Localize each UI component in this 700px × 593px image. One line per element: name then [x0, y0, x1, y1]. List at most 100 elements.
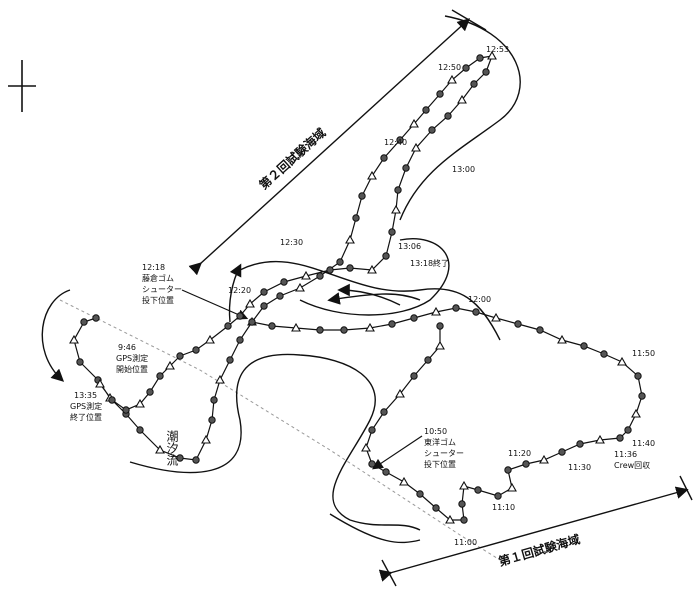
svg-text:投下位置: 投下位置: [142, 295, 174, 305]
track-triangle-marker: [435, 340, 445, 350]
track-point-marker: [358, 192, 366, 200]
time-1306: 13:06: [398, 242, 421, 251]
track-point-marker: [410, 314, 418, 322]
current-envelope-lines: [129, 15, 521, 544]
track-triangle-marker: [617, 356, 627, 366]
track-point-marker: [476, 54, 484, 62]
zone1-label: 第１回試験海域: [497, 531, 582, 569]
track-triangle-marker: [557, 334, 567, 344]
track-point-marker: [316, 272, 324, 280]
track-triangle-marker: [539, 454, 549, 464]
track-point-marker: [280, 278, 288, 286]
track-point-marker: [224, 322, 232, 330]
track-triangle-marker: [395, 388, 405, 398]
svg-text:シューター: シューター: [142, 285, 182, 294]
flow-arrows: [41, 263, 421, 382]
svg-text:開始位置: 開始位置: [116, 364, 148, 374]
annotation-gps-end: 13:35 GPS測定 終了位置: [70, 391, 102, 422]
svg-text:13:35: 13:35: [74, 391, 97, 400]
track-triangle-marker: [69, 334, 79, 344]
track-point-marker: [504, 466, 512, 474]
track-line-round2: [73, 55, 493, 461]
svg-text:10:50: 10:50: [424, 427, 447, 436]
track-triangle-marker: [291, 322, 301, 332]
track-point-marker: [444, 112, 452, 120]
track-triangle-marker: [245, 298, 255, 308]
track-point-marker: [260, 302, 268, 310]
track-point-marker: [80, 318, 88, 326]
time-1250: 12:50: [438, 63, 461, 72]
track-point-marker: [470, 80, 478, 88]
track-triangle-marker: [365, 322, 375, 332]
track-triangle-marker: [165, 360, 175, 370]
svg-text:9:46: 9:46: [118, 343, 136, 352]
track-triangle-marker: [491, 312, 501, 322]
annotation-crew-recovery: 11:36 Crew回収: [614, 450, 650, 470]
track-point-marker: [108, 396, 116, 404]
track-triangle-marker: [457, 94, 467, 104]
track-triangle-marker: [409, 118, 419, 128]
annotation-pointers: [181, 289, 423, 470]
track-triangle-marker: [201, 434, 211, 444]
time-1120: 11:20: [508, 449, 531, 458]
time-labels: 12:53 12:50 12:40 13:00 12:30 13:06 13:1…: [228, 45, 655, 547]
track-point-marker: [340, 326, 348, 334]
zone2-label: 第２回試験海域: [256, 125, 328, 192]
track-triangle-marker: [507, 482, 517, 492]
track-point-marker: [410, 372, 418, 380]
track-point-marker: [346, 264, 354, 272]
track-point-marker: [192, 456, 200, 464]
track-point-marker: [536, 326, 544, 334]
svg-text:11:36: 11:36: [614, 450, 637, 459]
time-1230: 12:30: [280, 238, 303, 247]
time-1300: 13:00: [452, 165, 475, 174]
track-triangle-marker: [411, 142, 421, 152]
track-line-round1: [251, 307, 643, 521]
track-triangle-marker: [301, 270, 311, 280]
svg-text:シューター: シューター: [424, 449, 464, 458]
track-point-marker: [276, 292, 284, 300]
svg-text:12:18: 12:18: [142, 263, 165, 272]
track-triangle-marker: [367, 170, 377, 180]
zone2-extent-arrow: [188, 9, 487, 276]
track-point-marker: [396, 136, 404, 144]
track-point-marker: [422, 106, 430, 114]
track-triangle-marker: [345, 234, 355, 244]
track-point-marker: [634, 372, 642, 380]
track-point-marker: [146, 388, 154, 396]
time-1110: 11:10: [492, 503, 515, 512]
track-point-marker: [336, 258, 344, 266]
track-point-marker: [616, 434, 624, 442]
track-point-marker: [352, 214, 360, 222]
track-point-marker: [460, 516, 468, 524]
zone1-extent-arrow: [378, 475, 693, 587]
track-point-marker: [92, 314, 100, 322]
track-point-marker: [458, 500, 466, 508]
track-point-marker: [226, 356, 234, 364]
track-point-marker: [382, 252, 390, 260]
svg-text:GPS測定: GPS測定: [70, 401, 102, 411]
track-point-marker: [462, 64, 470, 72]
track-point-marker: [236, 336, 244, 344]
track-point-marker: [136, 426, 144, 434]
drift-track: [69, 50, 646, 524]
track-point-marker: [482, 68, 490, 76]
svg-text:終了位置: 終了位置: [70, 412, 102, 422]
track-point-marker: [428, 126, 436, 134]
track-point-marker: [210, 396, 218, 404]
track-point-marker: [76, 358, 84, 366]
track-point-marker: [380, 154, 388, 162]
track-point-marker: [382, 468, 390, 476]
track-point-marker: [494, 492, 502, 500]
track-point-marker: [236, 312, 244, 320]
track-triangle-marker: [447, 74, 457, 84]
track-point-marker: [176, 352, 184, 360]
track-triangle-marker: [631, 408, 641, 418]
track-point-marker: [380, 408, 388, 416]
track-point-marker: [522, 460, 530, 468]
track-triangle-marker: [391, 204, 401, 214]
track-triangle-marker: [459, 480, 469, 490]
time-1130: 11:30: [568, 463, 591, 472]
